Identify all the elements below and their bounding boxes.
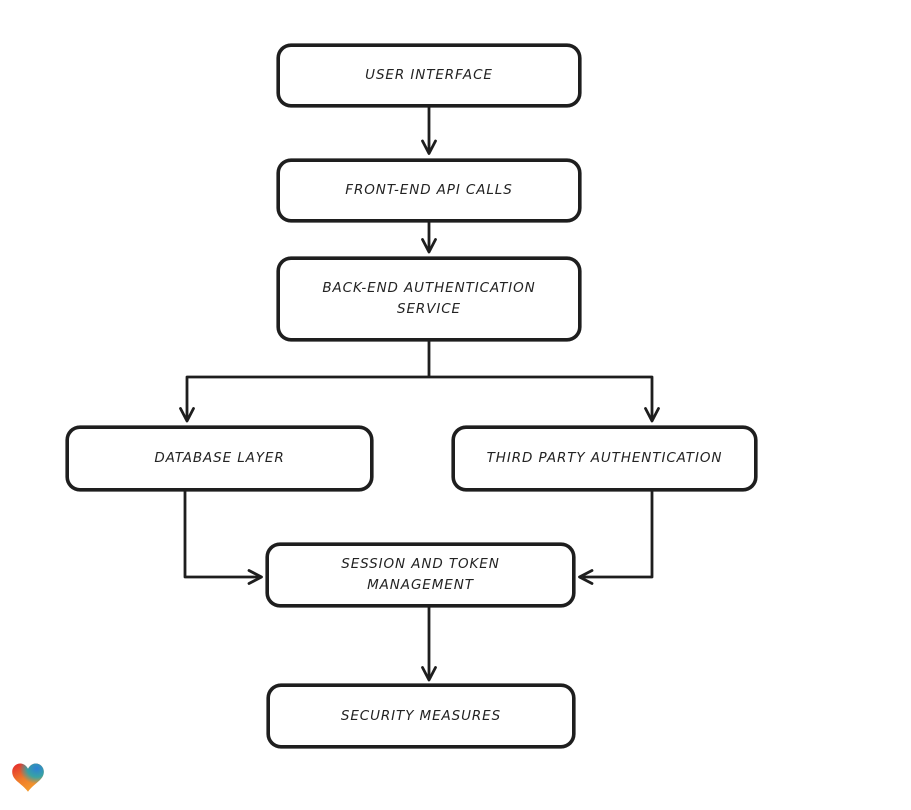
edge-shaft [185, 339, 654, 419]
node-security-measures: SECURITY MEASURES [267, 684, 575, 748]
edge-session-to-security [421, 605, 437, 682]
node-front-end-api-calls: FRONT-END API CALLS [277, 159, 581, 222]
edge-user-interface-to-front-end [421, 105, 437, 155]
edge-shaft [582, 489, 654, 579]
brand-heart-logo [12, 763, 44, 792]
edge-front-end-to-back-end [421, 220, 437, 254]
node-back-end-authentication-service: BACK-END AUTHENTICATION SERVICE [277, 257, 581, 341]
arrowhead-icon [247, 569, 263, 585]
node-label: BACK-END AUTHENTICATION SERVICE [322, 280, 536, 317]
arrowhead-icon [179, 407, 195, 423]
heart-shape-overlay [12, 763, 44, 792]
edge-shaft [183, 489, 259, 579]
arrowhead-icon [421, 666, 437, 682]
node-label: SESSION AND TOKEN MANAGEMENT [341, 556, 500, 593]
arrowhead-icon [578, 569, 594, 585]
arrowhead-icon [421, 139, 437, 155]
node-user-interface: USER INTERFACE [277, 44, 581, 107]
arrowhead-icon [421, 238, 437, 254]
node-database-layer: DATABASE LAYER [66, 426, 373, 491]
node-label: THIRD PARTY AUTHENTICATION [486, 450, 723, 467]
node-session-and-token-management: SESSION AND TOKEN MANAGEMENT [266, 543, 575, 607]
arrowhead-icon [644, 407, 660, 423]
node-label: DATABASE LAYER [154, 450, 285, 467]
node-label: FRONT-END API CALLS [345, 182, 513, 199]
edge-third-party-to-session [578, 489, 654, 585]
edge-database-to-session [183, 489, 263, 585]
node-label: USER INTERFACE [365, 67, 493, 84]
node-third-party-authentication: THIRD PARTY AUTHENTICATION [452, 426, 757, 491]
edge-back-end-branch [179, 339, 660, 423]
node-label: SECURITY MEASURES [340, 707, 502, 724]
